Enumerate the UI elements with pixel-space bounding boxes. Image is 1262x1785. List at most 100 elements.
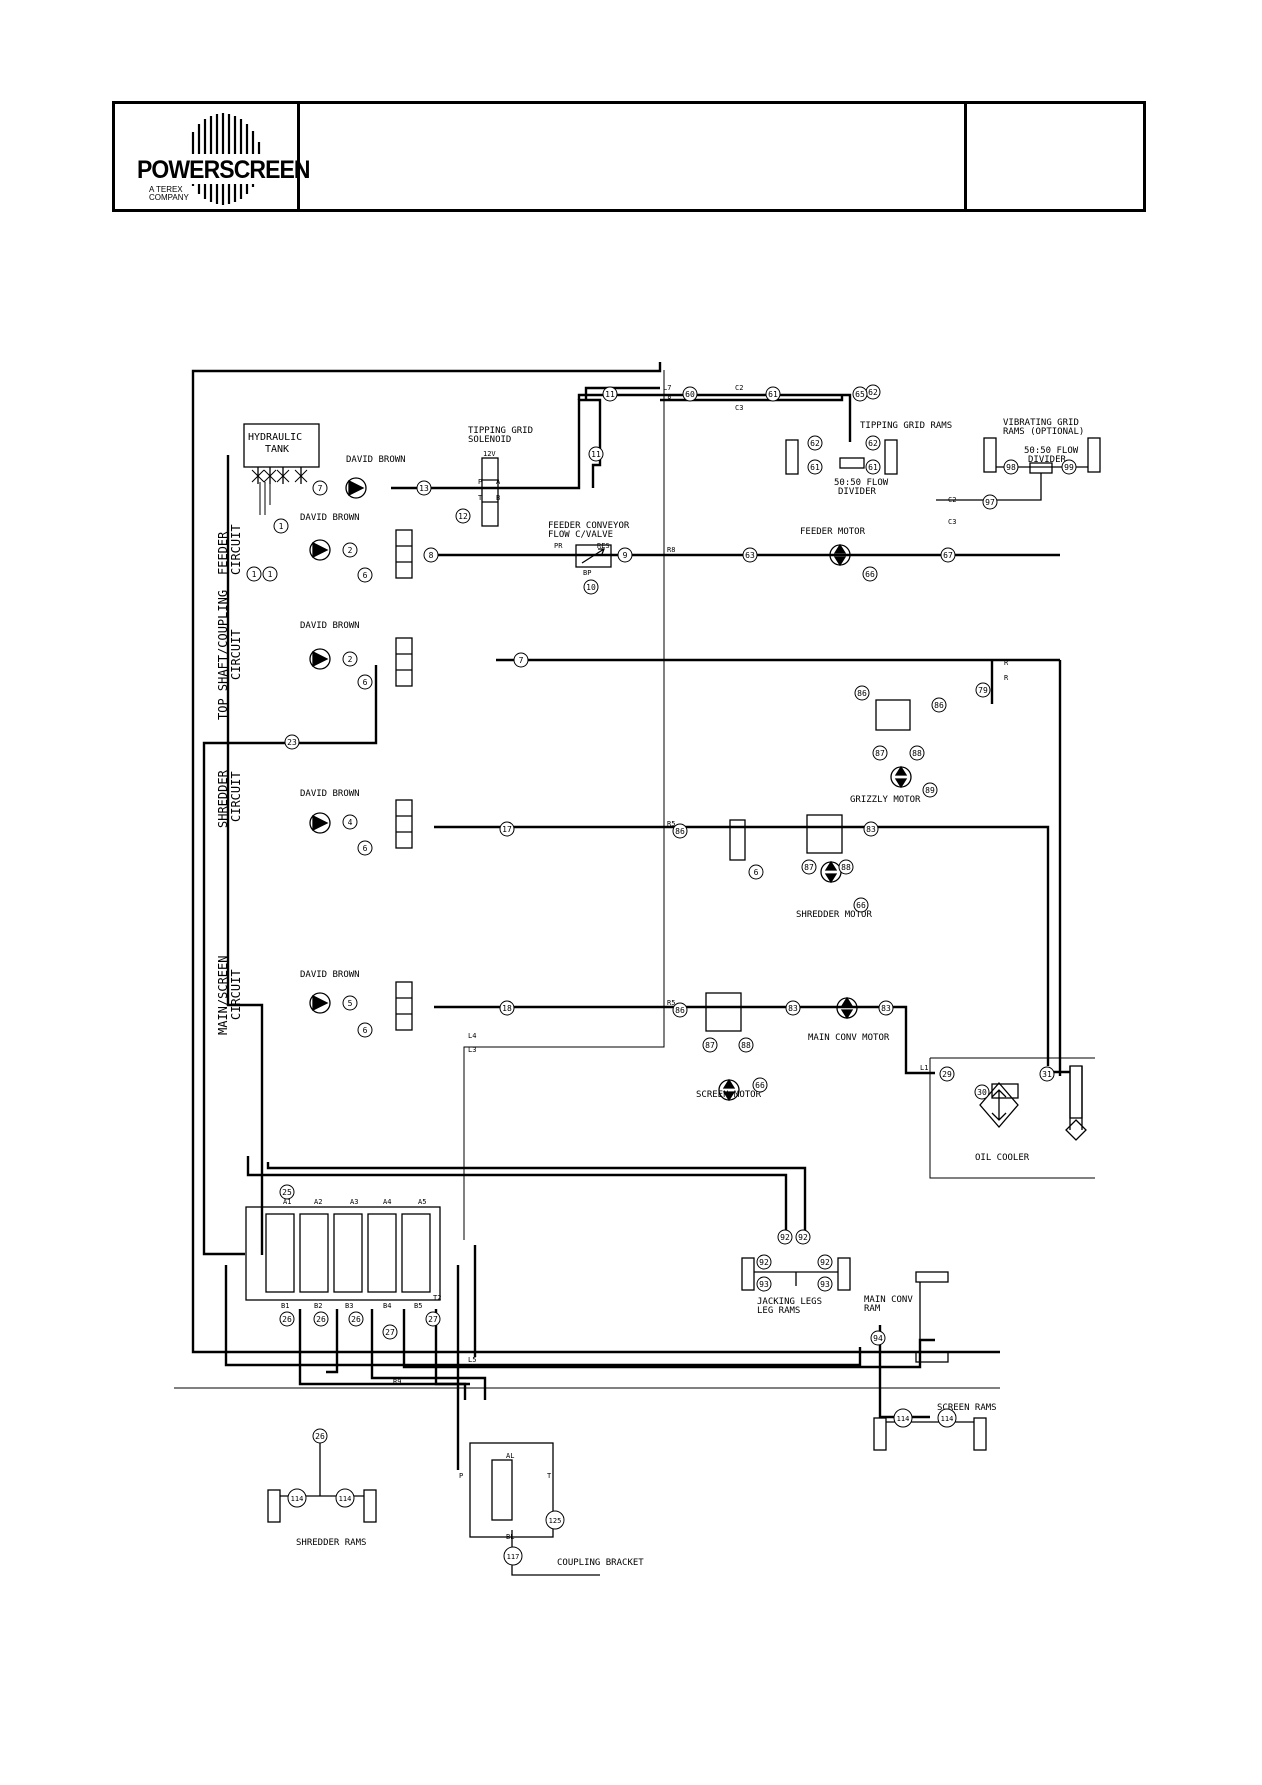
hose-number-bubble: 29 — [939, 1066, 955, 1082]
svg-text:1: 1 — [279, 522, 284, 531]
main-conv-ram — [915, 1271, 949, 1363]
pump-icons — [309, 477, 367, 1014]
hose-number-bubble: 27 — [382, 1324, 398, 1340]
svg-text:86: 86 — [857, 689, 867, 698]
svg-text:88: 88 — [841, 863, 851, 872]
hose-number-bubble: 92 — [817, 1254, 833, 1270]
hose-number-bubble: 31 — [1039, 1066, 1055, 1082]
tipping-solenoid-label: TIPPING GRID — [468, 426, 533, 436]
port-tag: B1 — [281, 1302, 289, 1310]
svg-text:79: 79 — [978, 686, 988, 695]
port-tag: R8 — [667, 546, 675, 554]
main-conv-ram-label: MAIN CONV — [864, 1295, 913, 1305]
title-block: POWERSCREEN A TEREX COMPANY — [112, 101, 1146, 212]
port-tag: R5 — [667, 820, 675, 828]
svg-text:27: 27 — [428, 1315, 438, 1324]
hose-number-bubble: 1 — [246, 566, 262, 582]
hose-number-bubble: 62 — [807, 435, 823, 451]
svg-text:30: 30 — [977, 1088, 987, 1097]
port-tag: BL — [506, 1533, 514, 1541]
hose-number-bubble: 114 — [937, 1408, 957, 1428]
svg-text:7: 7 — [318, 484, 323, 493]
svg-text:23: 23 — [287, 738, 297, 747]
title-cell — [300, 104, 967, 209]
hose-number-bubble: 87 — [702, 1037, 718, 1053]
svg-text:92: 92 — [759, 1258, 769, 1267]
port-tag: 12V — [483, 450, 496, 458]
svg-text:61: 61 — [810, 463, 820, 472]
hose-number-bubble: 83 — [863, 821, 879, 837]
port-tag: C3 — [735, 404, 743, 412]
hose-number-bubble: 98 — [1003, 459, 1019, 475]
hose-number-bubble: 1 — [262, 566, 278, 582]
vib-divider-label-2: DIVIDER — [1028, 455, 1067, 465]
tipping-solenoid-label-2: SOLENOID — [468, 435, 511, 445]
svg-text:17: 17 — [502, 825, 512, 834]
hose-number-bubble: 61 — [865, 459, 881, 475]
vib-rams-label-2: RAMS (OPTIONAL) — [1003, 427, 1084, 437]
svg-text:83: 83 — [866, 825, 876, 834]
hose-number-bubble: 114 — [287, 1488, 307, 1508]
shredder-circuit-label: SHREDDER — [216, 769, 230, 828]
svg-text:92: 92 — [780, 1233, 790, 1242]
hose-number-bubble: 67 — [940, 547, 956, 563]
oil-cooler-label: OIL COOLER — [975, 1153, 1030, 1163]
port-tag: PR — [554, 542, 563, 550]
svg-text:11: 11 — [605, 390, 615, 399]
port-tag: L4 — [468, 1032, 476, 1040]
pump-label-5: DAVID BROWN — [300, 970, 360, 980]
hose-number-bubble: 61 — [807, 459, 823, 475]
hose-number-bubble: 6 — [357, 567, 373, 583]
svg-text:1: 1 — [252, 570, 257, 579]
hose-number-bubble: 7 — [513, 652, 529, 668]
port-tag: B4 — [383, 1302, 391, 1310]
main-conv-motor-label: MAIN CONV MOTOR — [808, 1033, 890, 1043]
hose-number-bubble: 62 — [865, 435, 881, 451]
hose-number-bubble: 11 — [588, 446, 604, 462]
svg-text:6: 6 — [363, 1026, 368, 1035]
svg-text:61: 61 — [768, 390, 778, 399]
hose-number-bubble: 93 — [817, 1276, 833, 1292]
svg-text:5: 5 — [348, 999, 353, 1008]
port-tag: P — [478, 478, 482, 486]
hose-number-bubble: 12 — [455, 508, 471, 524]
svg-text:29: 29 — [942, 1070, 952, 1079]
coupling-bracket-label: COUPLING BRACKET — [557, 1558, 644, 1568]
powerscreen-logo-emblem — [135, 113, 283, 205]
screen-motor-label: SCREEN MOTOR — [696, 1090, 762, 1100]
port-tag: A2 — [314, 1198, 322, 1206]
shredder-relief-block — [806, 814, 843, 854]
svg-text:61: 61 — [868, 463, 878, 472]
screen-rams — [873, 1417, 987, 1451]
svg-text:62: 62 — [810, 439, 820, 448]
hose-number-bubble: 99 — [1061, 459, 1077, 475]
main-screen-circuit-label: MAIN/SCREEN — [216, 956, 230, 1035]
svg-text:31: 31 — [1042, 1070, 1052, 1079]
svg-text:6: 6 — [363, 678, 368, 687]
port-tag: A — [496, 478, 501, 486]
logo-wordmark: POWERSCREEN — [137, 156, 311, 184]
hose-number-bubble: 6 — [357, 840, 373, 856]
hose-number-bubble: 6 — [748, 864, 764, 880]
feeder-flow-valve — [575, 544, 612, 568]
svg-text:26: 26 — [351, 1315, 361, 1324]
port-tag: R — [1004, 659, 1009, 667]
hose-number-bubble: 66 — [752, 1077, 768, 1093]
hose-number-bubble: 114 — [335, 1488, 355, 1508]
grizzly-motor-label: GRIZZLY MOTOR — [850, 795, 921, 805]
hose-number-bubble: 9 — [617, 547, 633, 563]
hose-number-bubble: 26 — [279, 1311, 295, 1327]
vib-rams-label: VIBRATING GRID — [1003, 418, 1079, 428]
hose-number-bubble: 27 — [425, 1311, 441, 1327]
hose-number-bubble: 117 — [503, 1546, 523, 1566]
control-valves — [395, 457, 499, 1031]
svg-text:125: 125 — [549, 1517, 562, 1525]
hose-number-bubble: 94 — [870, 1330, 886, 1346]
svg-text:66: 66 — [856, 901, 866, 910]
svg-text:26: 26 — [282, 1315, 292, 1324]
svg-text:117: 117 — [507, 1553, 520, 1561]
hose-number-bubble: 61 — [765, 386, 781, 402]
port-tag: B2 — [314, 1302, 322, 1310]
hose-number-bubble: 65 — [852, 386, 868, 402]
hose-number-bubble: 62 — [865, 384, 881, 400]
